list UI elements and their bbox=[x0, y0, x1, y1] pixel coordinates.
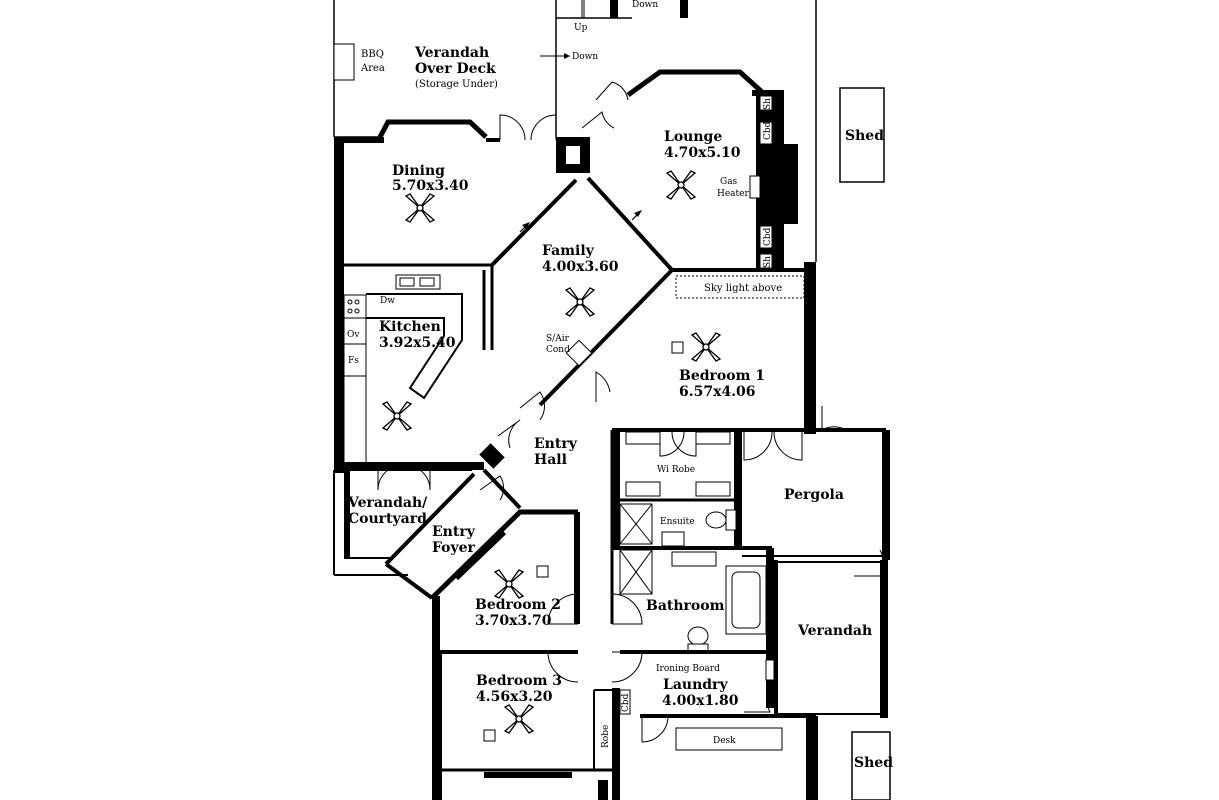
up-label: Up bbox=[574, 23, 588, 33]
aircon-unit-icon bbox=[565, 339, 593, 367]
laundry-name: Laundry bbox=[663, 677, 728, 693]
verandah-courtyard-line2: Courtyard bbox=[348, 511, 427, 527]
verandah-deck-note: (Storage Under) bbox=[415, 79, 498, 90]
family-size: 4.00x3.60 bbox=[542, 259, 619, 275]
room-labels: Verandah Over Deck (Storage Under) BBQ A… bbox=[333, 43, 893, 771]
fan-icon bbox=[564, 287, 596, 317]
bedroom1-name: Bedroom 1 bbox=[679, 368, 765, 384]
entry-foyer-line2: Foyer bbox=[432, 540, 476, 556]
wi-robe-label: Wi Robe bbox=[657, 465, 695, 475]
sair-label-1: S/Air bbox=[546, 334, 570, 344]
verandah-deck-line2: Over Deck bbox=[415, 61, 496, 77]
shed-top-name: Shed bbox=[845, 128, 884, 144]
fan-icon bbox=[381, 401, 413, 431]
gas-heater-label-1: Gas bbox=[720, 177, 738, 187]
vent-icon bbox=[671, 341, 684, 354]
cbd-b-label: Cbd bbox=[763, 227, 773, 246]
lounge-size: 4.70x5.10 bbox=[664, 145, 741, 161]
lounge-name: Lounge bbox=[664, 129, 722, 145]
kitchen-name: Kitchen bbox=[379, 319, 441, 335]
shed-bottom-name: Shed bbox=[854, 755, 893, 771]
bbq-line1: BBQ bbox=[361, 49, 384, 60]
vent-icon bbox=[483, 729, 496, 742]
bedroom2-name: Bedroom 2 bbox=[475, 597, 561, 613]
robe-label: Robe bbox=[601, 725, 611, 748]
fan-icon bbox=[690, 332, 722, 362]
fixture-labels: Up Down Down Gas Heater Sky light above … bbox=[347, 0, 782, 748]
bbq-line2: Area bbox=[360, 63, 385, 74]
desk-label: Desk bbox=[713, 736, 736, 746]
family-name: Family bbox=[542, 243, 595, 259]
verandah-courtyard-line1: Verandah/ bbox=[347, 495, 428, 511]
entry-hall-line1: Entry bbox=[534, 436, 578, 452]
gas-heater-label-2: Heater bbox=[717, 189, 749, 199]
sh-b-label: Sh bbox=[763, 256, 773, 268]
dining-name: Dining bbox=[392, 163, 445, 179]
cbd-a-label: Cbd bbox=[763, 121, 773, 140]
sair-label-2: Cond bbox=[546, 345, 570, 355]
ov-label: Ov bbox=[347, 330, 360, 340]
kitchen-size: 3.92x5.40 bbox=[379, 335, 456, 351]
vent-icon bbox=[536, 565, 549, 578]
down-mid-label: Down bbox=[572, 52, 598, 62]
dining-size: 5.70x3.40 bbox=[392, 178, 469, 194]
verandah-name: Verandah bbox=[797, 623, 872, 639]
door-swings bbox=[377, 81, 884, 743]
fan-icon bbox=[665, 170, 697, 200]
dw-label: Dw bbox=[380, 296, 395, 306]
arrows bbox=[519, 210, 642, 233]
walls bbox=[333, 0, 891, 800]
bathroom-name: Bathroom bbox=[646, 598, 725, 614]
pergola-name: Pergola bbox=[784, 487, 844, 503]
bedroom3-size: 4.56x3.20 bbox=[476, 689, 553, 705]
entry-hall-line2: Hall bbox=[534, 452, 567, 468]
laundry-size: 4.00x1.80 bbox=[662, 693, 739, 709]
fs-label: Fs bbox=[348, 356, 359, 366]
down-top-label: Down bbox=[632, 0, 658, 10]
entry-foyer-line1: Entry bbox=[432, 524, 476, 540]
bedroom2-size: 3.70x3.70 bbox=[475, 613, 552, 629]
ensuite-label: Ensuite bbox=[660, 517, 695, 527]
cbd-label: Cbd bbox=[621, 693, 631, 712]
vent-icons bbox=[483, 339, 684, 742]
verandah-deck-line1: Verandah bbox=[414, 45, 489, 61]
fan-icon bbox=[493, 569, 525, 599]
ironing-board-label: Ironing Board bbox=[656, 664, 720, 674]
sh-a-label: Sh bbox=[763, 98, 773, 110]
fan-icon bbox=[404, 193, 436, 223]
bedroom3-name: Bedroom 3 bbox=[476, 673, 562, 689]
bedroom1-size: 6.57x4.06 bbox=[679, 384, 756, 400]
skylight-label: Sky light above bbox=[704, 283, 782, 294]
ceiling-fans bbox=[381, 170, 722, 734]
fan-icon bbox=[503, 704, 535, 734]
